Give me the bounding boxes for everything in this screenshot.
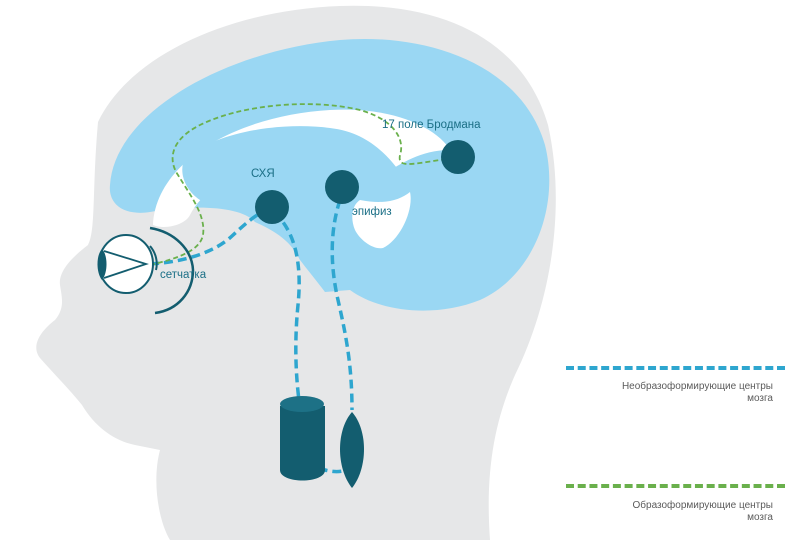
legend-image-text: Образоформирующие центры мозга [533,500,773,524]
brodmann-17-node [441,140,475,174]
legend-image-line [566,484,785,488]
brodmann-label: 17 поле Бродмана [382,119,481,131]
scn-node [255,190,289,224]
pineal-node [325,170,359,204]
legend-image-line1: Образоформирующие центры [533,500,773,512]
scn-label: СХЯ [251,168,275,180]
legend-non-image-line1: Необразоформирующие центры [533,381,773,393]
retina-label: сетчатка [160,269,207,281]
legend-image-line2: мозга [533,512,773,524]
organ-cylinder-icon [280,406,325,481]
organ-cylinder-top [280,396,324,412]
legend-non-image-text: Необразоформирующие центры мозга [533,381,773,405]
pineal-label: эпифиз [352,206,392,218]
legend-non-image-line2: мозга [533,393,773,405]
legend-non-image-line [566,366,785,370]
